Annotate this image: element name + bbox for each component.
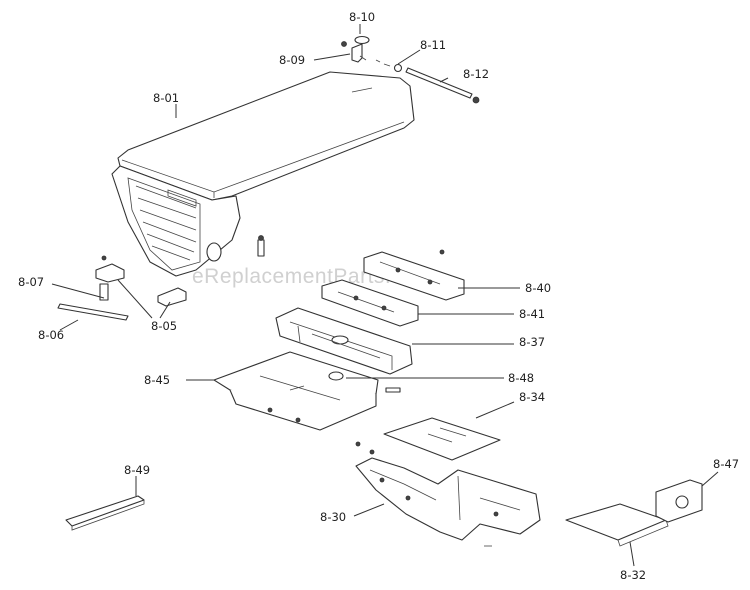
label-8-34: 8-34 <box>519 390 545 404</box>
label-8-30: 8-30 <box>320 510 346 524</box>
label-8-45: 8-45 <box>144 373 170 387</box>
label-8-05: 8-05 <box>151 319 177 333</box>
label-8-10: 8-10 <box>349 10 375 24</box>
dash-plates <box>321 249 465 327</box>
label-8-32: 8-32 <box>620 568 646 582</box>
label-8-11: 8-11 <box>420 38 446 52</box>
frame-bracket <box>355 441 541 547</box>
hood-part <box>111 71 415 277</box>
label-8-09: 8-09 <box>279 53 305 67</box>
hood-brackets <box>57 235 265 321</box>
dash-housing <box>275 307 413 375</box>
label-8-47: 8-47 <box>713 457 739 471</box>
label-8-01: 8-01 <box>153 91 179 105</box>
label-8-48: 8-48 <box>508 371 534 385</box>
seat-plate <box>383 417 501 461</box>
label-8-49: 8-49 <box>124 463 150 477</box>
label-8-07: 8-07 <box>18 275 44 289</box>
floor-pan <box>213 351 401 431</box>
label-8-12: 8-12 <box>463 67 489 81</box>
leader-lines <box>51 24 719 567</box>
label-8-40: 8-40 <box>525 281 551 295</box>
label-8-41: 8-41 <box>519 307 545 321</box>
latch-hardware <box>341 35 480 104</box>
battery-tray <box>565 479 703 547</box>
label-8-06: 8-06 <box>38 328 64 342</box>
step-rail <box>65 495 145 531</box>
label-8-37: 8-37 <box>519 335 545 349</box>
